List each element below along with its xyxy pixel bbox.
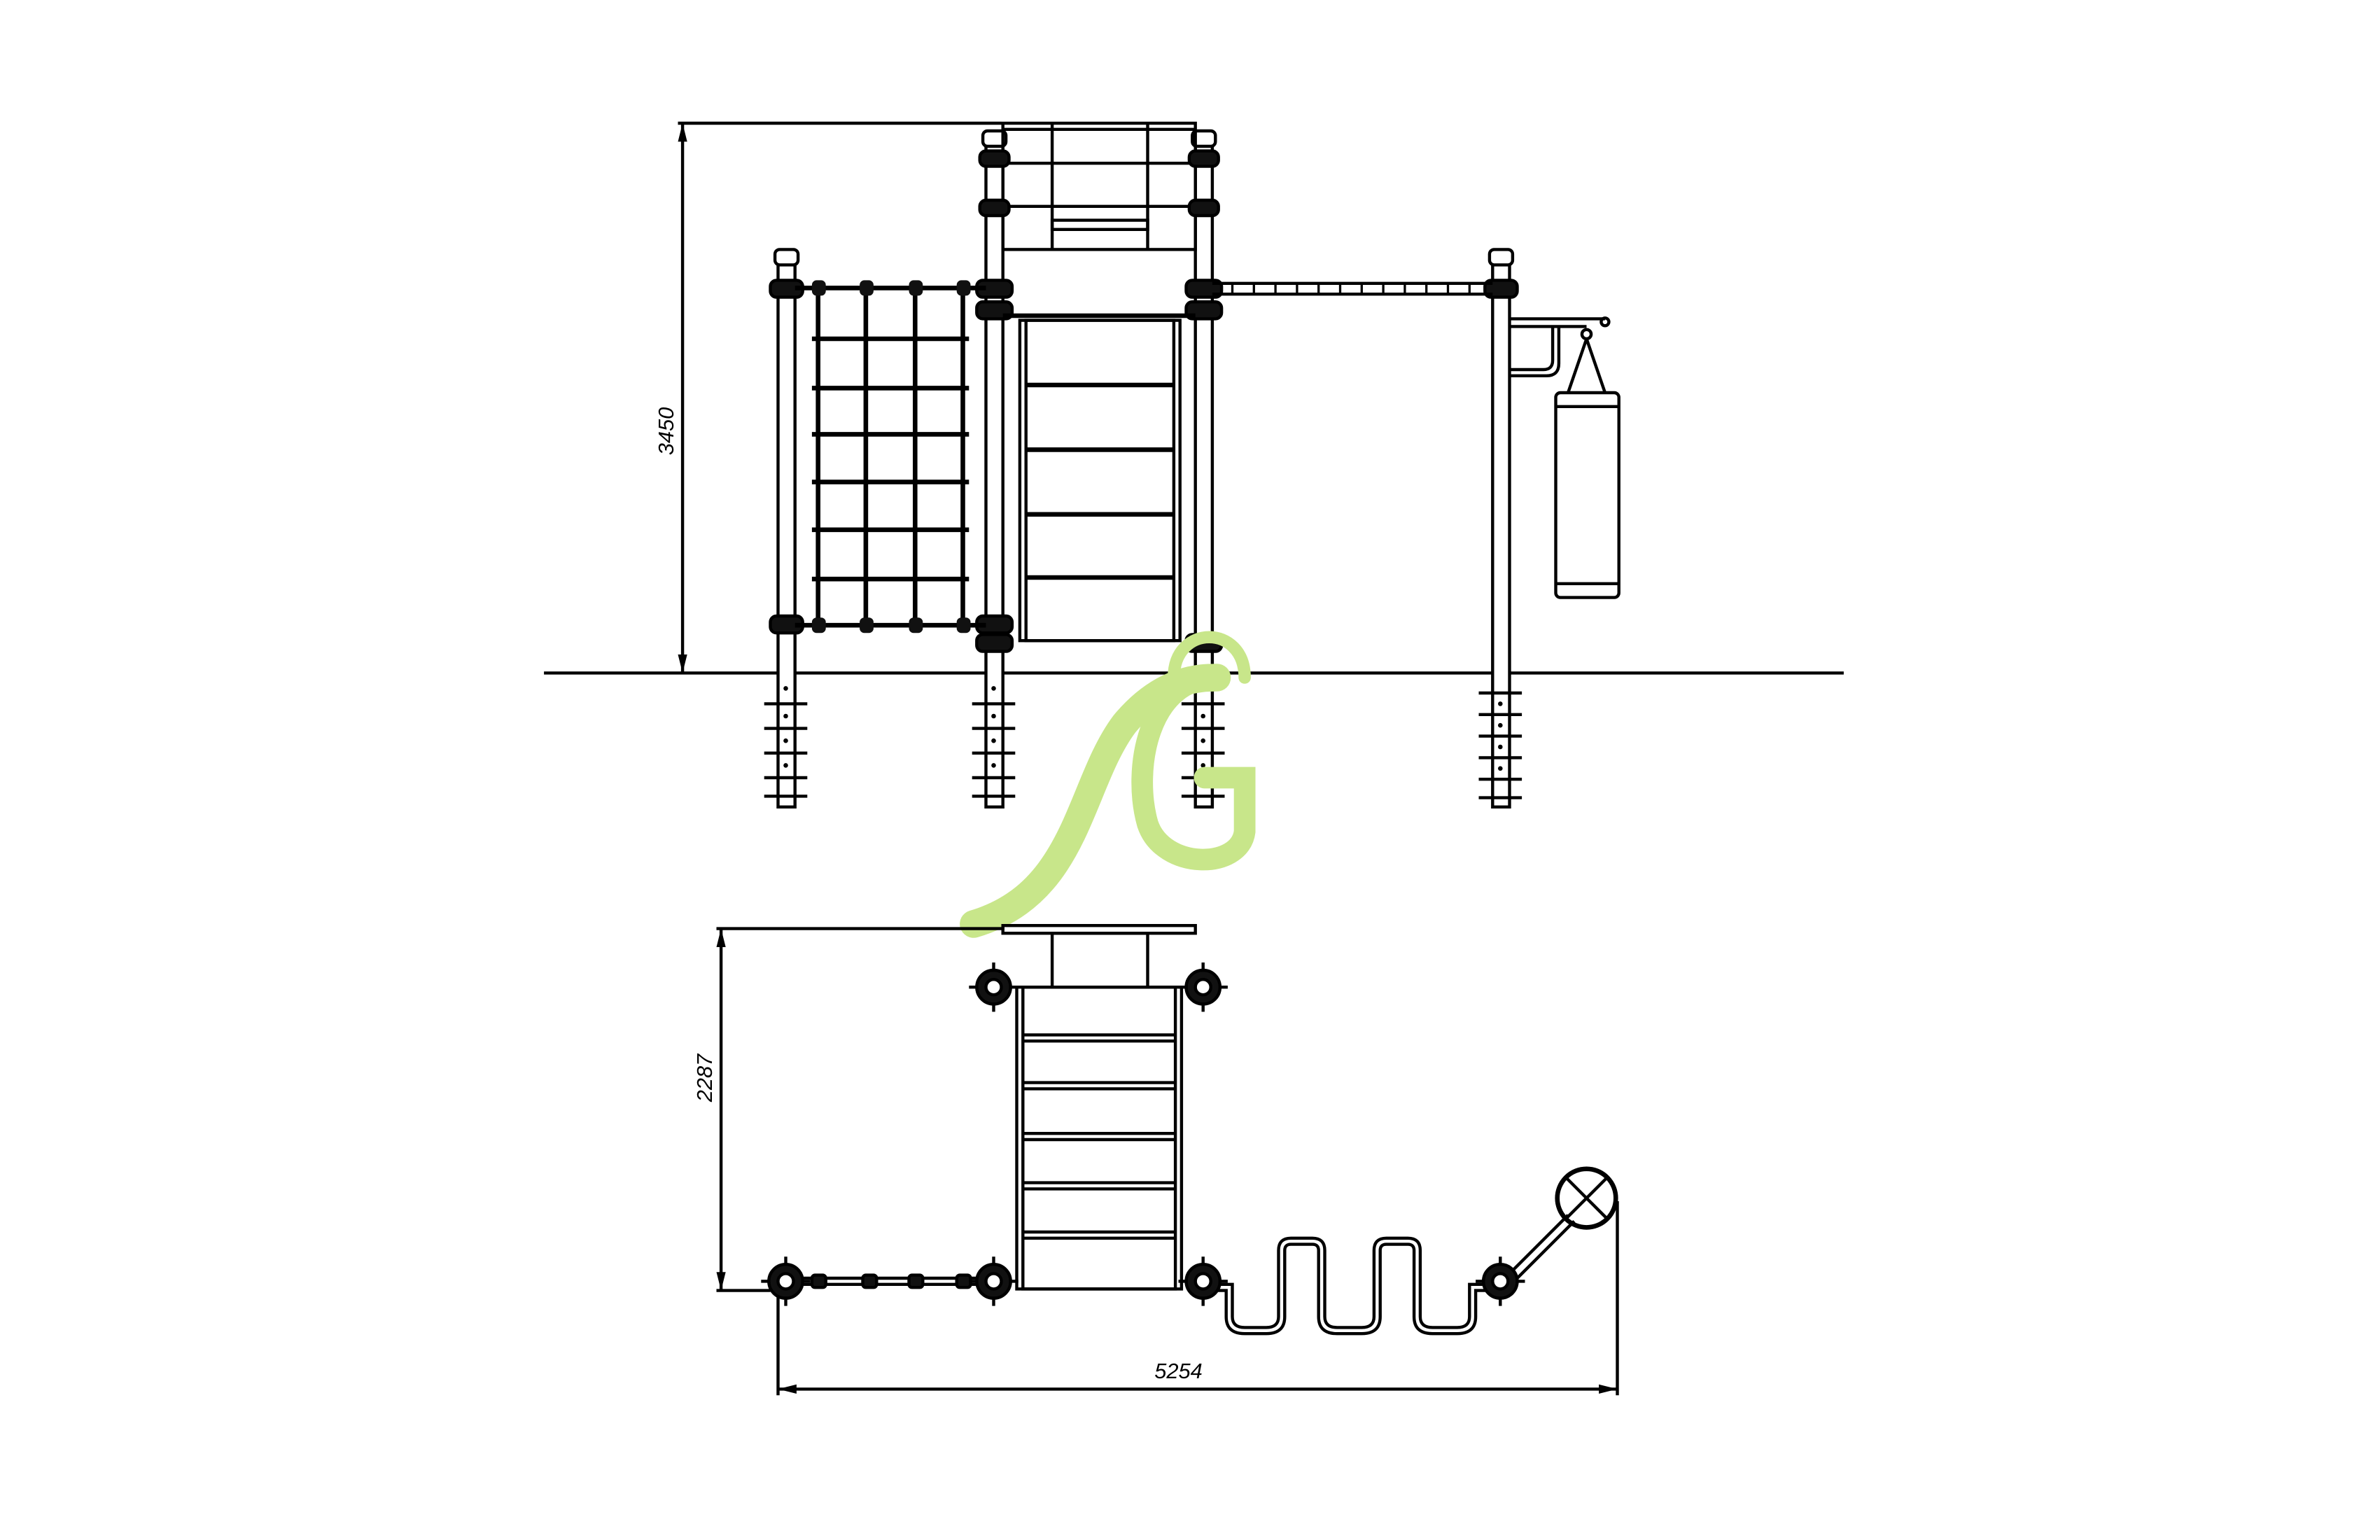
plan-post-5 — [969, 962, 1018, 1012]
plan-bag-arm — [1505, 1166, 1618, 1284]
watermark-g-stroke — [1131, 666, 1256, 871]
climbing-net — [794, 280, 986, 634]
watermark-s-stroke — [960, 664, 1231, 938]
plan-post-2 — [969, 1256, 1018, 1306]
post-3 — [1191, 129, 1217, 808]
punching-bag — [1554, 391, 1620, 599]
height-label: 3450 — [654, 407, 678, 456]
elevation-view: 3450 — [544, 121, 1844, 808]
plan-top-frame — [1001, 924, 1197, 989]
width-label: 5254 — [1154, 1359, 1203, 1383]
plan-post-3 — [1178, 1256, 1228, 1306]
clamps — [769, 149, 1519, 653]
depth-dimension: 2287 — [692, 927, 1004, 1292]
height-dimension: 3450 — [654, 121, 1002, 673]
post-2 — [981, 129, 1008, 808]
plan-zigzag-bar — [1212, 1236, 1493, 1336]
horizontal-ladder — [1212, 281, 1493, 296]
watermark-arch — [1168, 631, 1251, 684]
wall-bars — [1002, 313, 1196, 643]
tower-top-frame — [1001, 121, 1197, 251]
plan-post-6 — [1178, 962, 1228, 1012]
plan-net — [794, 1273, 986, 1289]
plan-post-1 — [761, 1256, 811, 1306]
post-1 — [773, 248, 800, 808]
punching-bag-arm — [1509, 316, 1611, 393]
plan-wall-bars — [1015, 986, 1184, 1291]
watermark-logo — [960, 631, 1256, 938]
depth-label: 2287 — [692, 1053, 717, 1102]
width-dimension: 5254 — [776, 1201, 1619, 1396]
plan-view: 2287 5254 — [692, 924, 1619, 1396]
plan-post-4 — [1476, 1256, 1525, 1306]
